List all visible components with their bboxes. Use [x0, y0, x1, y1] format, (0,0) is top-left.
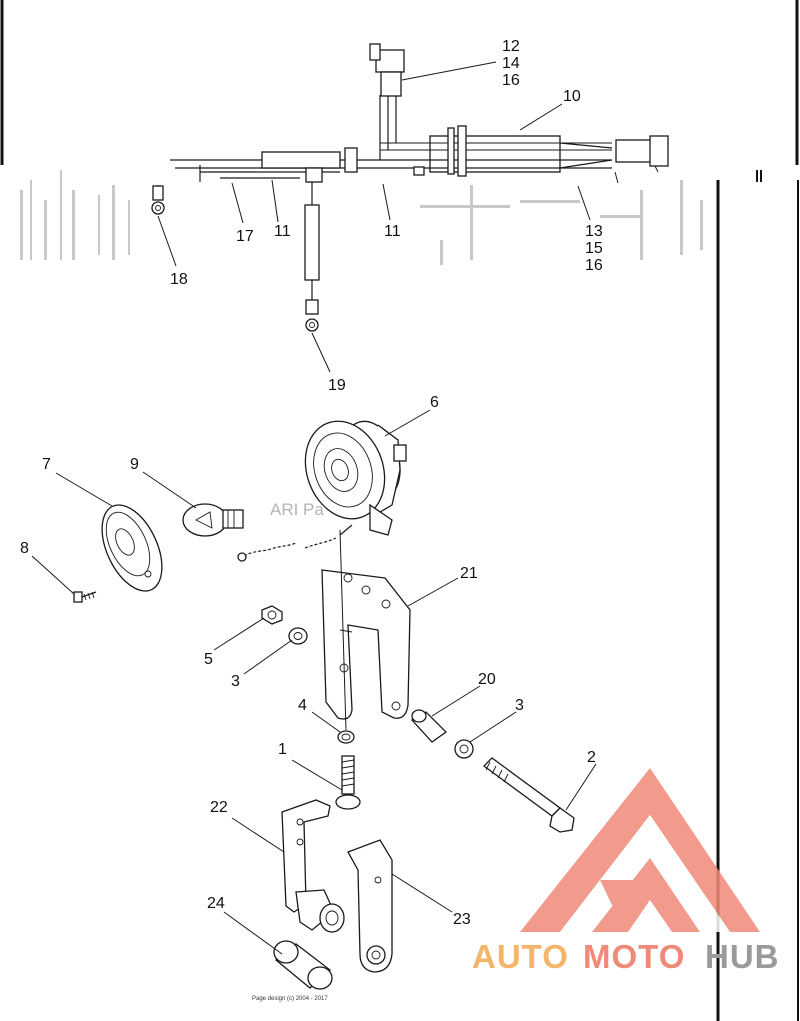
callout-11: 11: [384, 223, 401, 240]
footer-copyright: Page design (c) 2004 - 2017: [252, 996, 328, 1002]
callout-15: 15: [585, 240, 603, 257]
bracket-21: [321, 569, 411, 720]
leader-lines: [31, 61, 659, 955]
logo-text-auto: AUTO: [472, 938, 569, 975]
callout-16: 16: [585, 257, 603, 274]
callout-9: 9: [130, 456, 139, 473]
callout-1: 1: [278, 741, 287, 758]
callout-22: 22: [210, 799, 228, 816]
callout-14: 14: [502, 55, 520, 72]
scan-artifacts: [20, 170, 703, 265]
callout-20: 20: [478, 671, 496, 688]
logo-mark: [520, 768, 760, 932]
logo-text-moto: MOTO: [583, 938, 685, 975]
callout-23: 23: [453, 911, 471, 928]
callout-4: 4: [298, 697, 307, 714]
callout-3: 3: [231, 673, 240, 690]
horn: [304, 420, 407, 536]
callout-11: 11: [274, 223, 291, 240]
lamp-assembly: [73, 503, 353, 603]
callout-10: 10: [563, 88, 581, 105]
automotohub-logo: AUTO MOTO HUB: [472, 768, 780, 975]
callout-7: 7: [42, 456, 51, 473]
callout-13: 13: [585, 223, 603, 240]
logo-text-hub: HUB: [705, 938, 780, 975]
callout-2: 2: [587, 749, 596, 766]
callout-21: 21: [460, 565, 478, 582]
hardware: [261, 605, 575, 833]
callout-6: 6: [430, 394, 439, 411]
watermark-text: ARI Pa: [270, 500, 324, 519]
callout-12: 12: [502, 38, 520, 55]
callout-16: 16: [502, 72, 520, 89]
callout-5: 5: [204, 651, 213, 668]
callout-3: 3: [515, 697, 524, 714]
callout-24: 24: [207, 895, 225, 912]
callout-8: 8: [20, 540, 29, 557]
callout-17: 17: [236, 228, 254, 245]
wiring-harness: [151, 43, 669, 332]
callout-18: 18: [170, 271, 188, 288]
callout-labels: 12 14 16 10 17 11 11 13 15 16 18 19 6 7 …: [20, 38, 603, 928]
callout-19: 19: [328, 377, 346, 394]
lower-brackets: [273, 799, 393, 990]
